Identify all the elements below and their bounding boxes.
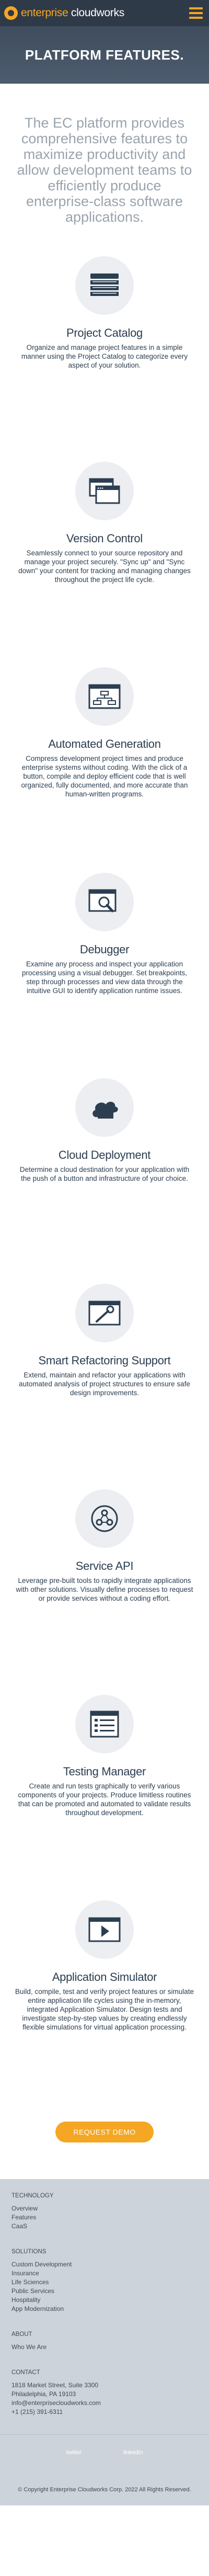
hamburger-icon[interactable] xyxy=(189,7,203,19)
site-footer: TECHNOLOGY Overview Features CaaS SOLUTI… xyxy=(0,2179,209,2481)
feature-title: Testing Manager xyxy=(63,1765,146,1778)
footer-contact: CONTACT 1818 Market Street, Suite 3300 P… xyxy=(11,2369,198,2417)
brand-logo-link[interactable]: enterprise cloudworks xyxy=(4,6,124,20)
feature-testing-manager: Testing Manager Create and run tests gra… xyxy=(0,1695,209,1900)
twitter-link[interactable]: twitter xyxy=(66,2449,82,2456)
footer-link-public-services[interactable]: Public Services xyxy=(11,2287,55,2295)
footer-about: ABOUT Who We Are xyxy=(11,2331,198,2352)
footer-link-app-modernization[interactable]: App Modernization xyxy=(11,2305,64,2312)
feature-text: Seamlessly connect to your source reposi… xyxy=(18,549,191,584)
footer-heading: ABOUT xyxy=(11,2331,32,2338)
footer-heading: SOLUTIONS xyxy=(11,2249,47,2255)
contact-address-line: 1818 Market Street, Suite 3300 xyxy=(11,2381,99,2389)
social-links: twitter linkedin xyxy=(11,2448,198,2470)
feature-project-catalog: Project Catalog Organize and manage proj… xyxy=(0,256,209,462)
feature-text: Examine any process and inspect your app… xyxy=(22,960,187,995)
footer-divider xyxy=(0,2434,209,2435)
intro-text: The EC platform provides comprehensive f… xyxy=(17,115,192,225)
copyright-text: © Copyright Enterprise Cloudworks Corp. … xyxy=(0,2481,209,2505)
feature-title: Service API xyxy=(75,1559,134,1572)
footer-solutions: SOLUTIONS Custom Development Insurance L… xyxy=(11,2249,198,2313)
feature-application-simulator: Application Simulator Build, compile, te… xyxy=(0,1900,209,2106)
checklist-window-icon xyxy=(75,1695,134,1753)
top-nav-bar: enterprise cloudworks xyxy=(0,0,209,26)
footer-link-life-sciences[interactable]: Life Sciences xyxy=(11,2278,49,2286)
intro-section: The EC platform provides comprehensive f… xyxy=(0,84,209,256)
cloud-upload-icon xyxy=(75,1078,134,1137)
share-nodes-icon xyxy=(75,1489,134,1548)
cta-section: REQUEST DEMO xyxy=(0,2106,209,2179)
feature-text: Build, compile, test and verify project … xyxy=(15,1988,194,2031)
feature-service-api: Service API Leverage pre-built tools to … xyxy=(0,1489,209,1695)
contact-email-link[interactable]: info@enterprisecloudworks.com xyxy=(11,2399,101,2407)
feature-debugger: Debugger Examine any process and inspect… xyxy=(0,873,209,1078)
contact-phone-link[interactable]: +1 (215) 391-6311 xyxy=(11,2408,63,2415)
feature-title: Version Control xyxy=(66,532,143,545)
brand-logo-icon xyxy=(4,6,18,20)
feature-text: Create and run tests graphically to veri… xyxy=(18,1782,191,1817)
footer-link-features[interactable]: Features xyxy=(11,2214,37,2221)
feature-cloud-deployment: Cloud Deployment Determine a cloud desti… xyxy=(0,1078,209,1284)
footer-link-who-we-are[interactable]: Who We Are xyxy=(11,2343,47,2351)
feature-text: Leverage pre-built tools to rapidly inte… xyxy=(16,1577,193,1602)
feature-title: Project Catalog xyxy=(66,326,143,339)
feature-title: Smart Refactoring Support xyxy=(38,1354,171,1367)
hero-banner: PLATFORM FEATURES. xyxy=(0,26,209,84)
footer-link-overview[interactable]: Overview xyxy=(11,2205,38,2212)
contact-city-line: Philadelphia, PA 19103 xyxy=(11,2390,76,2398)
brand-name: enterprise cloudworks xyxy=(21,7,124,19)
feature-text: Determine a cloud destination for your a… xyxy=(19,1166,190,1182)
footer-heading: CONTACT xyxy=(11,2369,40,2376)
feature-title: Cloud Deployment xyxy=(58,1148,151,1161)
footer-heading: TECHNOLOGY xyxy=(11,2193,54,2199)
linkedin-link[interactable]: linkedin xyxy=(123,2449,143,2456)
feature-title: Automated Generation xyxy=(48,737,161,750)
footer-link-hospitality[interactable]: Hospitality xyxy=(11,2296,41,2304)
catalog-list-icon xyxy=(75,256,134,315)
wrench-window-icon xyxy=(75,1284,134,1342)
feature-version-control: Version Control Seamlessly connect to yo… xyxy=(0,462,209,667)
feature-title: Application Simulator xyxy=(52,1970,157,1984)
footer-link-custom-development[interactable]: Custom Development xyxy=(11,2261,72,2268)
play-window-icon xyxy=(75,1900,134,1959)
flowchart-window-icon xyxy=(75,667,134,726)
footer-link-caas[interactable]: CaaS xyxy=(11,2222,28,2230)
feature-automated-generation: Automated Generation Compress developmen… xyxy=(0,667,209,873)
footer-technology: TECHNOLOGY Overview Features CaaS xyxy=(11,2193,198,2231)
footer-link-insurance[interactable]: Insurance xyxy=(11,2270,39,2277)
features-list: Project Catalog Organize and manage proj… xyxy=(0,256,209,2106)
magnifier-window-icon xyxy=(75,873,134,931)
request-demo-button[interactable]: REQUEST DEMO xyxy=(55,2122,154,2142)
feature-text: Compress development project times and p… xyxy=(21,755,188,798)
page-title: PLATFORM FEATURES. xyxy=(25,47,184,63)
feature-smart-refactoring: Smart Refactoring Support Extend, mainta… xyxy=(0,1284,209,1489)
feature-title: Debugger xyxy=(79,943,130,956)
feature-text: Extend, maintain and refactor your appli… xyxy=(19,1371,190,1397)
stacked-windows-icon xyxy=(75,462,134,520)
feature-text: Organize and manage project features in … xyxy=(21,344,188,369)
